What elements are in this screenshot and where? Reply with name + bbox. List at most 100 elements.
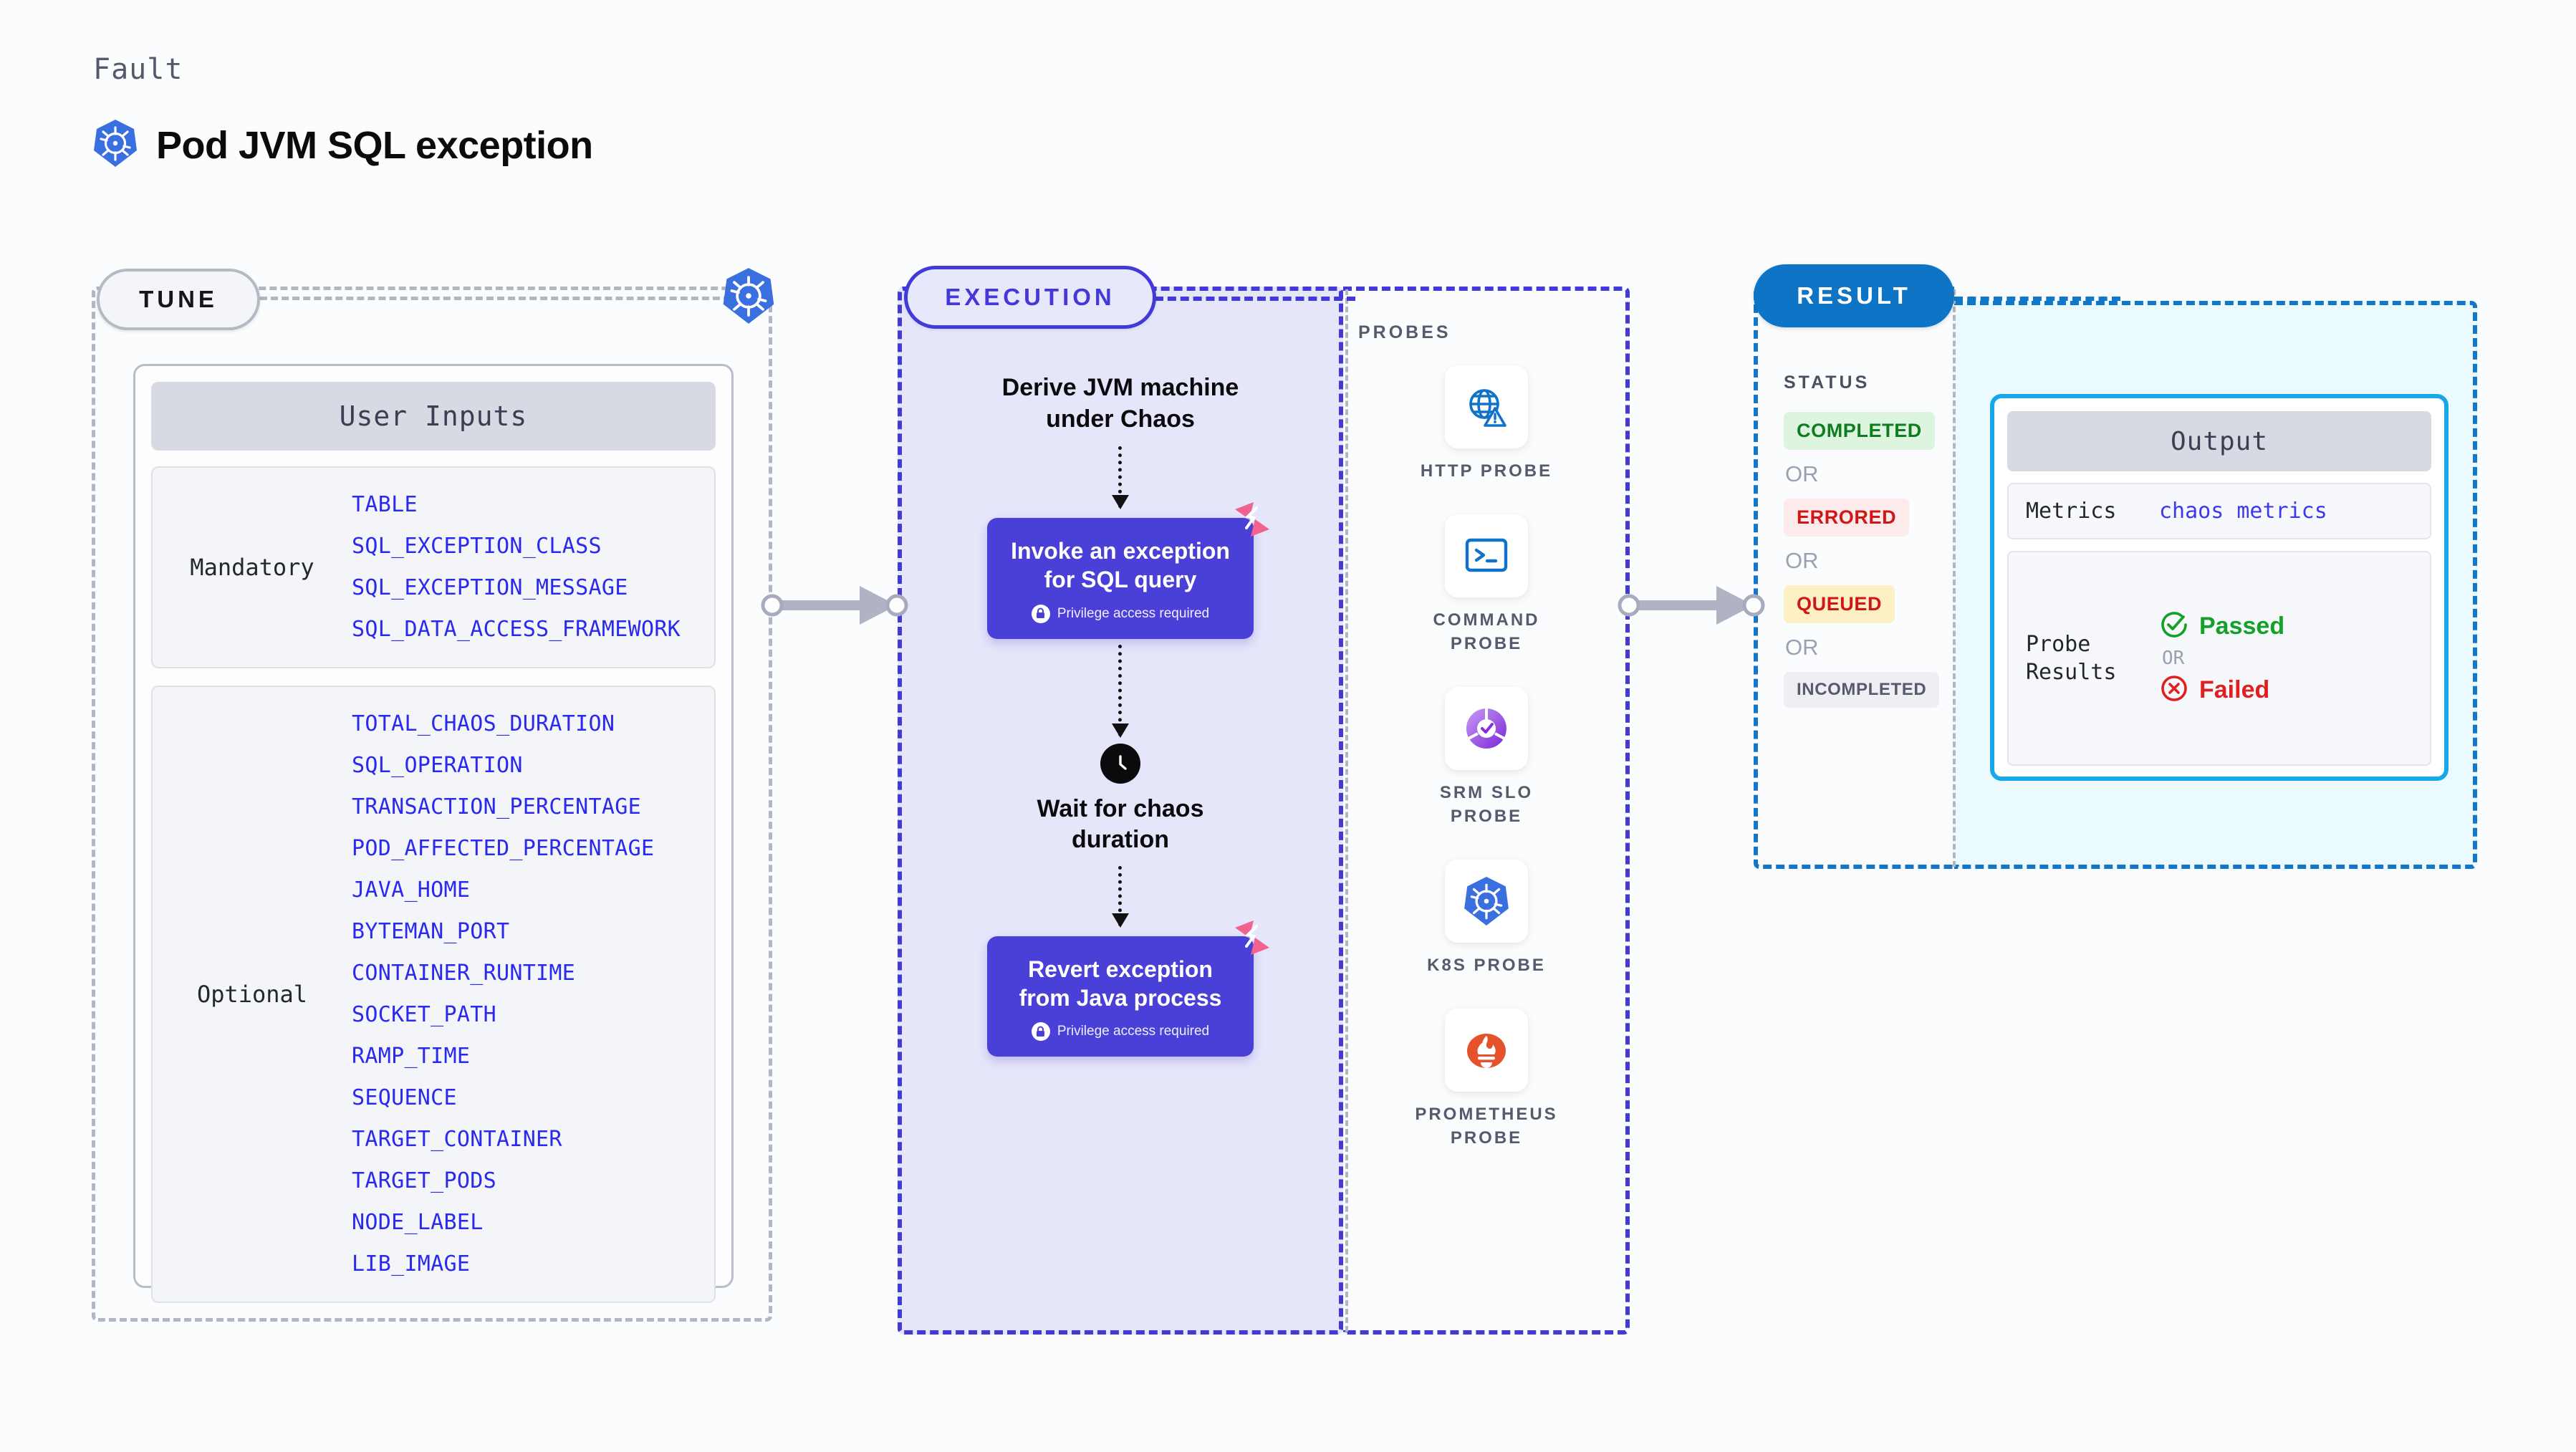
kubernetes-icon [1444,859,1528,943]
probe-label: COMMAND PROBE [1433,610,1540,653]
privilege-note-text: Privilege access required [1057,605,1210,621]
list-item[interactable]: CONTAINER_RUNTIME [352,961,576,986]
list-item[interactable]: SQL_EXCEPTION_MESSAGE [352,575,628,600]
eyebrow-label: Fault [93,53,183,86]
privilege-note-text: Privilege access required [1057,1024,1210,1039]
probe-label: SRM SLO PROBE [1439,783,1534,826]
list-item[interactable]: SEQUENCE [352,1085,457,1110]
kubernetes-icon [722,267,775,328]
metrics-key: Metrics [2026,499,2117,524]
tune-pill[interactable]: TUNE [97,269,260,330]
status-title: STATUS [1784,372,1870,393]
list-item[interactable]: RAMP_TIME [352,1044,471,1069]
lock-icon [1031,604,1050,623]
list-item[interactable]: JAVA_HOME [352,878,471,903]
list-item[interactable]: LIB_IMAGE [352,1251,471,1276]
list-item[interactable]: TRANSACTION_PERCENTAGE [352,794,641,819]
status-badge-queued: QUEUED [1784,585,1895,623]
mandatory-param-list: TABLE SQL_EXCEPTION_CLASS SQL_EXCEPTION_… [352,484,714,650]
terminal-icon [1444,514,1528,598]
result-dashed-connector [1954,297,2120,301]
action-card-invoke-exception[interactable]: Invoke an exception for SQL query Privil… [987,502,1269,639]
status-badge-incompleted: INCOMPLETED [1784,672,1940,708]
probe-label: HTTP PROBE [1420,461,1553,481]
optional-param-group: Optional TOTAL_CHAOS_DURATION SQL_OPERAT… [151,686,716,1303]
list-item[interactable]: SQL_OPERATION [352,753,523,778]
list-item[interactable]: TARGET_CONTAINER [352,1127,562,1152]
harness-logo-icon [1232,499,1272,539]
probe-item-k8s[interactable]: K8S PROBE [1427,859,1546,977]
list-item[interactable]: NODE_LABEL [352,1210,484,1235]
execution-dashed-connector [1155,297,1355,301]
kubernetes-icon [93,119,138,171]
execution-pill-label: EXECUTION [945,284,1115,310]
or-label: OR [2162,648,2185,669]
list-item[interactable]: TABLE [352,492,418,517]
prometheus-icon [1444,1009,1528,1092]
flow-arrow-down-icon [1112,644,1129,738]
list-item[interactable]: TARGET_PODS [352,1168,496,1193]
output-header: Output [2007,411,2431,471]
probe-item-srm-slo[interactable]: SRM SLO PROBE [1440,687,1533,828]
check-circle-icon [2159,610,2189,643]
page-title: Pod JVM SQL exception [156,123,593,167]
or-label: OR [1785,461,1819,486]
list-item[interactable]: POD_AFFECTED_PERCENTAGE [352,836,655,861]
privilege-note: Privilege access required [1000,604,1241,623]
status-badge-completed: COMPLETED [1784,412,1935,450]
probe-results-row: Probe Results Passed OR [2007,551,2431,766]
list-item[interactable]: SQL_DATA_ACCESS_FRAMEWORK [352,617,681,642]
x-circle-icon [2159,673,2189,707]
action-title: Revert exception from Java process [1019,956,1222,1011]
list-item[interactable]: SOCKET_PATH [352,1002,496,1027]
lock-icon [1031,1022,1050,1042]
tune-pill-label: TUNE [139,286,218,312]
srm-slo-icon [1445,687,1528,771]
output-title: Output [2170,426,2269,456]
status-badge-errored: ERRORED [1784,499,1910,537]
metrics-value[interactable]: chaos metrics [2159,499,2327,524]
probes-panel [1343,287,1630,1335]
optional-param-list: TOTAL_CHAOS_DURATION SQL_OPERATION TRANS… [352,703,714,1285]
action-card-revert-exception[interactable]: Revert exception from Java process Privi… [987,920,1269,1057]
user-inputs-title: User Inputs [339,400,528,432]
harness-logo-icon [1232,918,1272,958]
failed-label: Failed [2199,676,2270,703]
list-item[interactable]: TOTAL_CHAOS_DURATION [352,711,615,736]
flow-arrow-down-icon [1112,865,1129,928]
probe-item-command[interactable]: COMMAND PROBE [1433,514,1540,655]
tune-dashed-connector [260,297,741,300]
probes-list: HTTP PROBE COMMAND PROBE [1343,365,1630,1150]
probe-item-prometheus[interactable]: PROMETHEUS PROBE [1415,1009,1557,1150]
execution-wait-text: Wait for chaos duration [1037,794,1204,854]
page-title-row: Pod JVM SQL exception [93,119,593,171]
passed-label: Passed [2199,612,2285,640]
probe-label: K8S PROBE [1427,955,1546,975]
probe-result-failed: Failed [2159,673,2284,707]
probe-item-http[interactable]: HTTP PROBE [1421,365,1552,483]
result-pill[interactable]: RESULT [1754,264,1954,327]
execution-step-1: Derive JVM machine under Chaos [1001,374,1239,433]
list-item[interactable]: SQL_EXCEPTION_CLASS [352,534,602,559]
output-card: Output Metrics chaos metrics Probe Resul… [1990,394,2448,781]
probes-divider [1345,289,1348,1332]
probes-to-result-arrow [1618,586,1765,625]
probes-label: PROBES [1358,322,1451,342]
or-label: OR [1785,548,1819,573]
execution-flow: Derive JVM machine under Chaos Invoke an… [898,372,1343,1057]
probe-results-values: Passed OR Failed [2159,610,2284,707]
status-column: STATUS COMPLETED OR ERRORED OR QUEUED OR… [1784,372,1956,708]
probe-result-passed: Passed [2159,610,2284,643]
list-item[interactable]: BYTEMAN_PORT [352,919,510,944]
action-title: Invoke an exception for SQL query [1011,538,1230,593]
result-panel [1754,287,1954,869]
or-label: OR [1785,635,1819,660]
execution-pill[interactable]: EXECUTION [904,266,1156,329]
probe-results-key: Probe Results [2026,632,2117,685]
flow-arrow-down-icon [1112,446,1129,510]
probe-label: PROMETHEUS PROBE [1415,1105,1558,1148]
user-inputs-header: User Inputs [151,382,716,451]
result-pill-label: RESULT [1797,282,1911,309]
mandatory-param-group: Mandatory TABLE SQL_EXCEPTION_CLASS SQL_… [151,466,716,668]
